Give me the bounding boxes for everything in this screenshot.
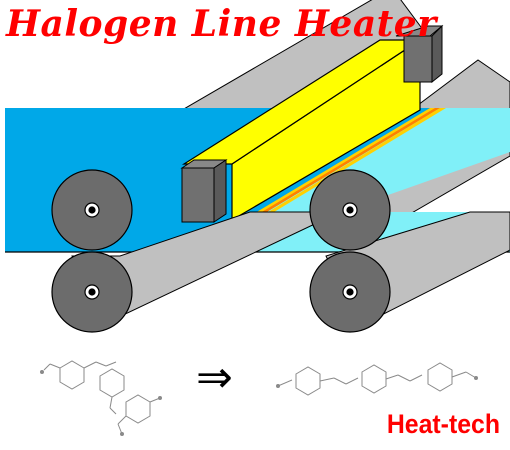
molecule-icon-left <box>40 360 162 436</box>
arrow-icon: ⇒ <box>196 352 233 403</box>
halogen-heater-icon <box>180 24 444 223</box>
diagram-title: Halogen Line Heater <box>6 3 437 45</box>
roller-end-caps <box>51 169 391 333</box>
brand-label: Heat-tech <box>386 409 500 439</box>
molecule-icon-right <box>276 362 478 396</box>
